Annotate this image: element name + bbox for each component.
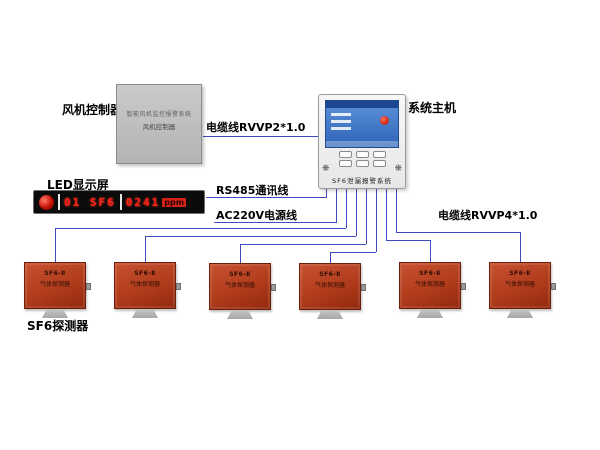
detector-type: 气体探测器 <box>314 282 345 289</box>
wire-detector5-run <box>386 240 430 241</box>
detector-model: SF6-Ⅱ <box>319 271 341 278</box>
wire-detector3-run <box>240 244 366 245</box>
host-screen <box>325 100 399 148</box>
detector-stand <box>417 309 443 318</box>
detector-connector <box>86 283 91 290</box>
host-button <box>355 151 369 158</box>
system-host-label: 系统主机 <box>408 101 457 115</box>
wire-detector6-drop <box>520 232 521 262</box>
wire-detector1-run <box>55 228 346 229</box>
sf6-detector-5: SF6-Ⅱ 气体探测器 <box>399 262 461 309</box>
wire-detector2-drop <box>145 236 146 262</box>
led-unit-badge: ppm <box>162 197 187 207</box>
screen-titlebar <box>326 101 398 108</box>
sf6-detector-6: SF6-Ⅱ 气体探测器 <box>489 262 551 309</box>
wire-detector6-run <box>396 232 520 233</box>
speaker-grille-icon: ❋ <box>394 164 402 174</box>
detector-model: SF6-Ⅱ <box>44 270 66 277</box>
wire-detector4-run <box>330 252 376 253</box>
fan-controller-label: 风机控制器 <box>62 103 123 117</box>
detector-stand <box>132 309 158 318</box>
wire-detector3-stub <box>366 187 367 244</box>
fan-controller-text-line1: 智能风机监控报警系统 <box>126 111 192 118</box>
screen-logo-icon <box>380 116 389 125</box>
detector-type: 气体探测器 <box>414 281 445 288</box>
sf6-detector-1: SF6-Ⅱ 气体探测器 <box>24 262 86 309</box>
fan-controller: 智能风机监控报警系统 风机控制器 <box>116 84 202 164</box>
fan-controller-text-line2: 风机控制器 <box>142 123 176 131</box>
screen-menu-bar <box>331 120 351 123</box>
screen-status-strip <box>326 141 398 147</box>
detector-stand <box>507 309 533 318</box>
sf6-detector-3: SF6-Ⅱ 气体探测器 <box>209 263 271 310</box>
detector-model: SF6-Ⅱ <box>419 270 441 277</box>
led-display-label: LED显示屏 <box>47 178 109 192</box>
wire-fan-to-host <box>203 136 318 137</box>
detector-type: 气体探测器 <box>504 281 535 288</box>
detector-model: SF6-Ⅱ <box>509 270 531 277</box>
alarm-beacon-icon <box>39 194 54 210</box>
detector-connector <box>461 283 466 290</box>
wire-detector1-drop <box>55 228 56 262</box>
speaker-grille-icon: ❋ <box>322 164 330 174</box>
sf6-detector-label: SF6探测器 <box>27 319 89 333</box>
detector-connector <box>271 284 276 291</box>
screen-menu-bar <box>331 113 351 116</box>
wire-detector4-drop <box>330 252 331 263</box>
wire-rs485-v <box>326 187 327 198</box>
wire-detector5-stub <box>386 187 387 240</box>
host-button <box>338 151 352 158</box>
detector-connector <box>551 283 556 290</box>
host-button-panel <box>335 150 389 168</box>
wire-detector5-drop <box>430 240 431 262</box>
host-button <box>372 160 386 167</box>
detector-stand <box>42 309 68 318</box>
wire-detector2-stub <box>356 187 357 236</box>
host-button <box>355 160 369 167</box>
host-button <box>338 160 352 167</box>
led-channel-readout: 01 SF6 <box>64 195 116 209</box>
led-value-readout: 0241 <box>125 195 161 209</box>
detector-type: 气体探测器 <box>129 281 160 288</box>
screen-menu-bar <box>331 127 351 130</box>
wire-rs485-h <box>206 197 326 198</box>
wire-detector4-stub <box>376 187 377 252</box>
led-display: 01 SF6 0241 ppm <box>33 190 205 214</box>
detector-connector <box>176 283 181 290</box>
detector-stand <box>317 310 343 319</box>
cable-rvvp2-label: 电缆线RVVP2*1.0 <box>206 121 306 134</box>
sf6-detector-4: SF6-Ⅱ 气体探测器 <box>299 263 361 310</box>
detector-type: 气体探测器 <box>39 281 70 288</box>
wire-detector1-stub <box>346 187 347 228</box>
host-panel-text: SF6泄漏报警系统 <box>331 177 392 185</box>
detector-stand <box>227 310 253 319</box>
host-button <box>372 151 386 158</box>
wire-ac220v-h <box>214 222 336 223</box>
ac220v-label: AC220V电源线 <box>216 209 298 222</box>
detector-model: SF6-Ⅱ <box>229 271 251 278</box>
rs485-label: RS485通讯线 <box>216 184 289 197</box>
wire-detector3-drop <box>240 244 241 263</box>
detector-type: 气体探测器 <box>224 282 255 289</box>
led-separator <box>58 194 60 210</box>
sf6-detector-2: SF6-Ⅱ 气体探测器 <box>114 262 176 309</box>
wire-ac220v-v <box>336 187 337 223</box>
detector-connector <box>361 284 366 291</box>
cable-rvvp4-label: 电缆线RVVP4*1.0 <box>438 209 538 222</box>
wire-detector6-stub <box>396 187 397 232</box>
detector-model: SF6-Ⅱ <box>134 270 156 277</box>
system-host: ❋ ❋ SF6泄漏报警系统 <box>318 94 406 189</box>
led-separator <box>119 194 122 210</box>
wire-detector2-run <box>145 236 356 237</box>
